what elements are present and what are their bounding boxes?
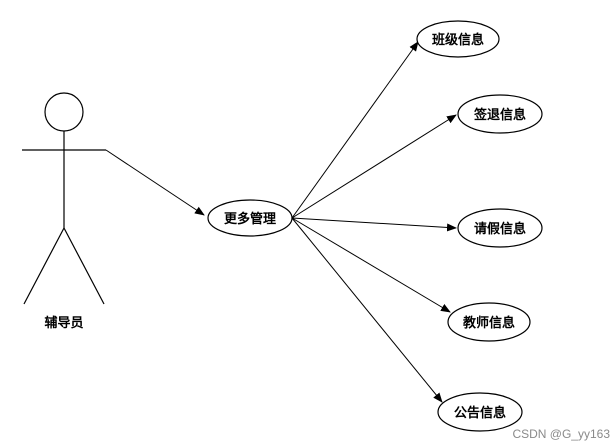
use-case-class-info <box>416 20 500 58</box>
hub-label: 更多管理 <box>224 211 276 227</box>
arrow-to-leave-info <box>291 217 457 232</box>
arrow-to-class-info <box>291 41 419 219</box>
use-case-label-teacher-info: 教师信息 <box>462 315 515 331</box>
watermark: CSDN @G_yy163 <box>512 427 610 441</box>
actor-figure <box>22 92 106 305</box>
arrow-to-notice-info <box>291 217 443 403</box>
actor-left-leg <box>23 227 65 305</box>
arrow-to-teacher-info <box>291 217 451 313</box>
use-case-label-class-info: 班级信息 <box>432 32 484 48</box>
actor-right-leg <box>63 227 105 305</box>
actor-label: 辅导员 <box>44 315 83 331</box>
use-case-label-leave-info: 请假信息 <box>474 221 526 237</box>
use-case-leave-info <box>457 208 543 248</box>
use-case-label-signout-info: 签退信息 <box>473 107 526 123</box>
actor-to-hub-arrow <box>105 149 205 216</box>
use-case-notice-info <box>437 392 523 432</box>
arrow-to-signout-info <box>291 114 457 219</box>
use-case-label-notice-info: 公告信息 <box>454 405 506 421</box>
use-case-signout-info <box>457 94 543 134</box>
use-case-teacher-info <box>447 302 531 342</box>
actor-head <box>44 92 84 132</box>
